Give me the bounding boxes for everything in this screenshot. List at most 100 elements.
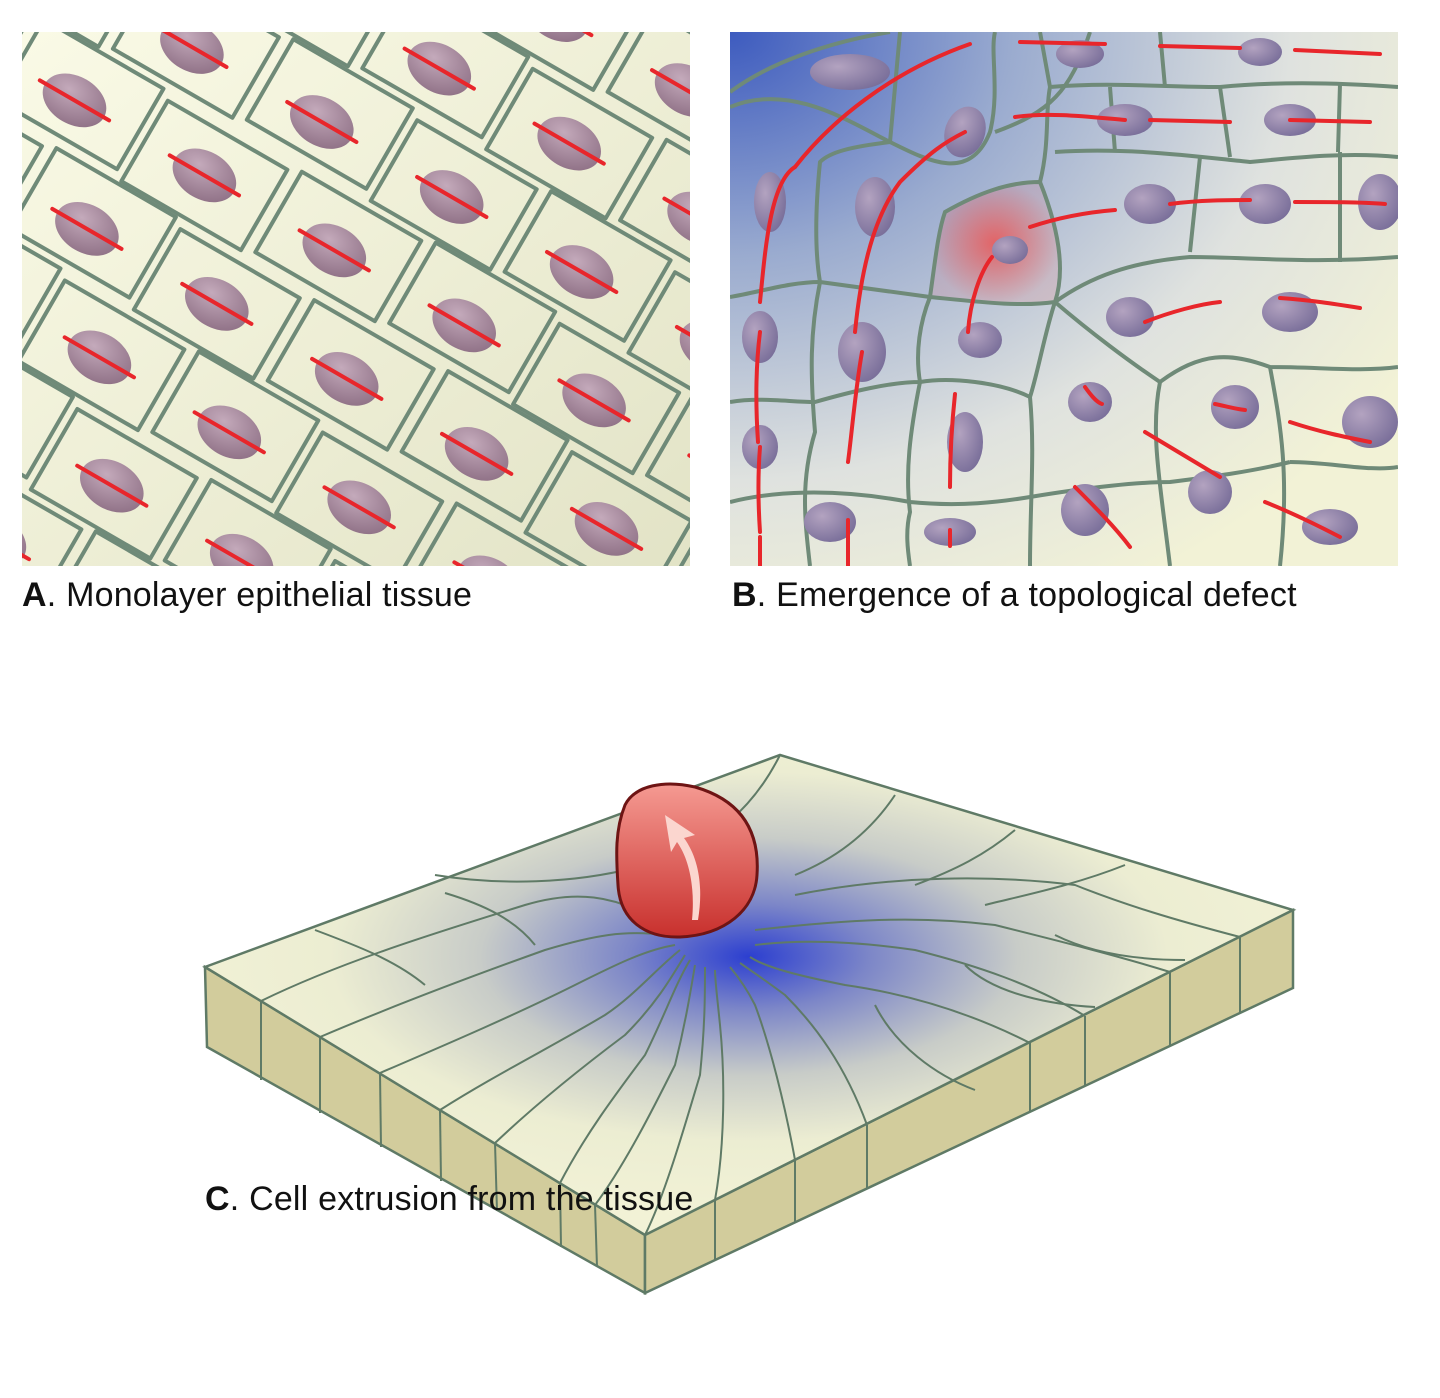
orientation-line xyxy=(1288,420,1372,444)
orientation-line xyxy=(62,335,136,380)
orientation-line xyxy=(545,250,619,294)
orientation-line xyxy=(966,255,994,334)
monolayer-tissue-svg xyxy=(22,32,690,566)
orientation-line xyxy=(1293,200,1387,206)
cell-outline xyxy=(22,32,166,172)
cell-outline xyxy=(253,169,424,324)
cell-outline xyxy=(368,118,539,272)
orientation-line xyxy=(180,281,254,326)
orientation-line xyxy=(948,392,957,489)
top-cell-borders xyxy=(260,754,1241,1236)
orientation-line xyxy=(192,410,266,455)
orientation-line xyxy=(322,485,396,530)
nucleus xyxy=(855,177,895,237)
cell-outline xyxy=(131,227,302,381)
orientation-line xyxy=(1143,430,1222,479)
caption-a: A. Monolayer epithelial tissue xyxy=(22,576,473,614)
orientation-line xyxy=(285,100,359,144)
cell-outline xyxy=(418,501,569,566)
cell-outline xyxy=(274,430,445,566)
orientation-line xyxy=(161,32,229,69)
orientation-line xyxy=(532,121,606,166)
caption-b-letter: B xyxy=(732,576,757,614)
orientation-line xyxy=(1293,48,1382,56)
orientation-line xyxy=(205,538,255,566)
orientation-line xyxy=(1288,118,1372,124)
orientation-line xyxy=(440,431,514,476)
cell-outline xyxy=(488,32,629,92)
defect-tissue-svg xyxy=(730,32,1398,566)
cell-outline xyxy=(511,321,682,476)
panel-a-monolayer-illustration xyxy=(22,32,690,566)
nucleus xyxy=(947,412,983,472)
orientation-line xyxy=(415,175,489,219)
nucleus xyxy=(1056,40,1104,68)
cell-outline xyxy=(523,450,690,566)
orientation-line xyxy=(167,153,241,198)
nucleus xyxy=(1106,297,1154,337)
panel-c-extrusion-illustration xyxy=(195,745,1305,1305)
cell-outline xyxy=(28,407,199,561)
nucleus xyxy=(1068,382,1112,422)
cell-outline xyxy=(22,146,178,300)
cell-outline xyxy=(119,98,290,253)
nucleus xyxy=(1238,38,1282,66)
orientation-line xyxy=(1263,500,1342,539)
orientation-line xyxy=(557,378,631,423)
cell-outline xyxy=(360,32,531,140)
cell-outline xyxy=(618,137,690,263)
orientation-line xyxy=(650,68,690,95)
cell-outline xyxy=(502,189,673,343)
orientation-line xyxy=(37,78,112,123)
nucleus xyxy=(804,502,856,542)
orientation-line xyxy=(1083,385,1104,406)
orientation-line xyxy=(754,330,762,444)
cell-outline xyxy=(22,278,187,433)
nucleus xyxy=(992,236,1028,264)
nucleus xyxy=(1239,184,1291,224)
cell-outline xyxy=(162,478,333,566)
nucleus xyxy=(1124,184,1176,224)
cell-borders xyxy=(730,32,1398,566)
caption-c-letter: C xyxy=(205,1180,230,1218)
cell-outline xyxy=(244,37,415,191)
nucleus xyxy=(667,191,690,246)
cell-outline xyxy=(645,396,690,503)
cell-outline xyxy=(22,492,84,566)
cell-outline xyxy=(68,32,110,49)
orientation-line xyxy=(569,506,644,551)
cell-borders xyxy=(22,32,690,566)
orientation-line xyxy=(402,46,476,91)
orientation-line xyxy=(297,228,371,273)
cell-outline xyxy=(110,32,281,120)
caption-b-text: Emergence of a topological defect xyxy=(776,576,1297,614)
curved-arrow-icon xyxy=(665,815,701,920)
caption-b: B. Emergence of a topological defect xyxy=(732,576,1297,614)
nucleus xyxy=(810,54,890,90)
side-cell-borders xyxy=(260,937,1241,1268)
orientation-line xyxy=(1148,118,1232,124)
nucleus xyxy=(1188,470,1232,514)
nucleus xyxy=(958,322,1002,358)
orientation-line xyxy=(674,325,690,337)
extrusion-tissue-svg xyxy=(202,753,1297,1296)
cell-outline xyxy=(605,32,690,142)
nucleus xyxy=(1061,484,1109,536)
nucleus xyxy=(1342,396,1398,448)
cell-outline xyxy=(150,349,321,504)
cell-outline xyxy=(22,365,75,480)
cell-outline xyxy=(387,240,558,395)
nucleus xyxy=(1302,509,1358,545)
orientation-line xyxy=(1158,44,1242,50)
orientation-line xyxy=(1143,300,1222,324)
orientation-line xyxy=(1013,112,1127,122)
orientation-line xyxy=(1168,198,1252,206)
orientation-line xyxy=(1028,208,1117,229)
orientation-line xyxy=(75,463,149,508)
orientation-line xyxy=(1018,40,1107,46)
caption-a-letter: A xyxy=(22,576,47,614)
orientation-line xyxy=(758,165,797,304)
cell-outline xyxy=(265,298,436,452)
cell-outline xyxy=(626,270,690,391)
orientation-line xyxy=(427,303,501,348)
